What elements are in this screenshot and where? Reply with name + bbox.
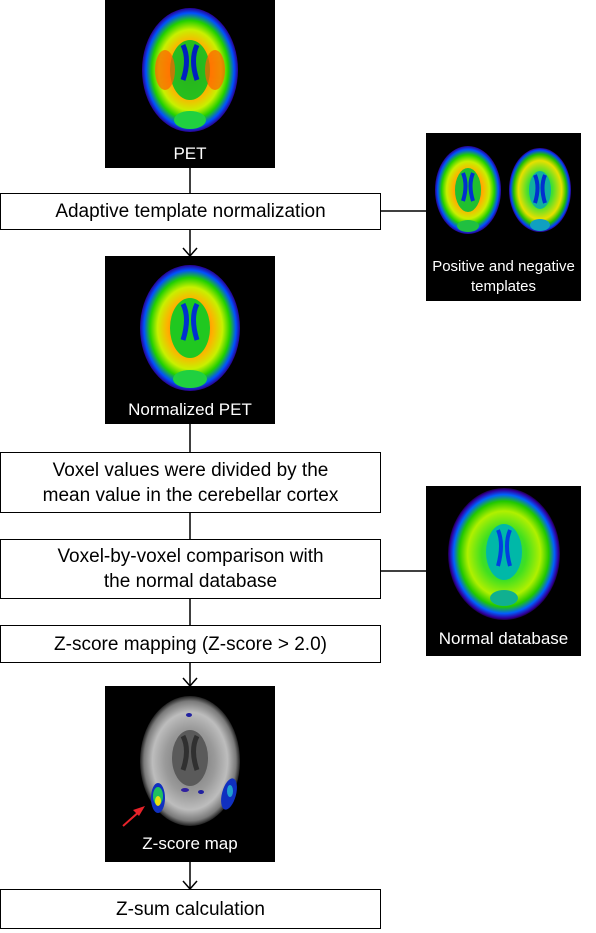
step-zmap-text: Z-score mapping (Z-score > 2.0) [54, 633, 327, 655]
step-voxel-comparison: Voxel-by-voxel comparison with the norma… [0, 539, 381, 599]
step-divide-line1: Voxel values were divided by the [52, 459, 329, 481]
step-compare-line2: the normal database [103, 571, 278, 592]
step-z-sum-calculation: Z-sum calculation [0, 889, 381, 929]
normalized-pet-label: Normalized PET [128, 400, 252, 419]
pet-image-panel: PET [105, 0, 275, 168]
step-adaptive-text: Adaptive template normalization [55, 201, 326, 222]
step-adaptive-template-normalization: Adaptive template normalization [0, 193, 381, 230]
z-score-blobs [151, 713, 237, 813]
pet-label: PET [173, 144, 207, 163]
normal-database-image-panel: Normal database [426, 486, 581, 656]
normalized-pet-brain-image [140, 265, 240, 391]
templates-label-line2: templates [470, 278, 537, 295]
z-score-map-brain-image [140, 696, 240, 826]
normal-database-label: Normal database [438, 629, 569, 648]
templates-image-panel: Positive and negative templates [426, 133, 581, 301]
templates-label-line1: Positive and negative [432, 258, 575, 275]
normal-database-brain-image [448, 488, 560, 620]
normalized-pet-image-panel: Normalized PET [105, 256, 275, 424]
pet-brain-image [142, 8, 238, 132]
z-score-map-label: Z-score map [142, 834, 238, 853]
step-compare-line1: Voxel-by-voxel comparison with [57, 546, 324, 567]
step-zsum-text: Z-sum calculation [116, 898, 265, 920]
templates-brain-images [435, 146, 571, 234]
step-divide-by-cerebellar-mean: Voxel values were divided by the mean va… [0, 452, 381, 513]
positive-template-brain [435, 146, 501, 234]
negative-template-brain [509, 148, 571, 232]
red-highlight-arrow [122, 806, 145, 827]
step-z-score-mapping: Z-score mapping (Z-score > 2.0) [0, 625, 381, 663]
z-score-map-image-panel: Z-score map [105, 686, 275, 862]
step-divide-line2: mean value in the cerebellar cortex [42, 484, 339, 506]
